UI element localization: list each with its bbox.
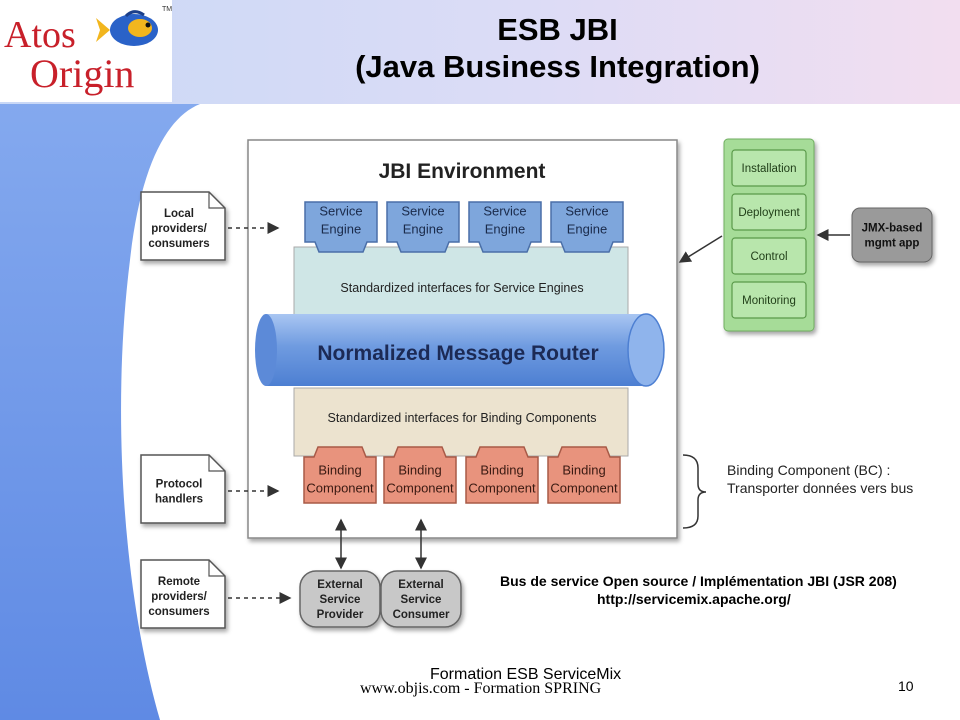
bc-annotation: Binding Component (BC) : Transporter don… bbox=[727, 461, 913, 497]
footer-site: www.objis.com - Formation SPRING bbox=[360, 680, 602, 697]
bc-annotation-line2: Transporter données vers bus bbox=[727, 480, 914, 496]
servicemix-link[interactable]: http://servicemix.apache.org/ bbox=[597, 591, 791, 607]
binding-component-shape bbox=[547, 446, 621, 504]
external-service-shape bbox=[299, 570, 381, 628]
document-shape bbox=[140, 559, 226, 629]
binding-component-shape bbox=[303, 446, 377, 504]
logo-text-line1: Atos bbox=[4, 14, 76, 56]
management-item-shape bbox=[731, 237, 807, 275]
logo: Atos Origin TM bbox=[0, 0, 172, 102]
bc-interfaces-label: Standardized interfaces for Binding Comp… bbox=[328, 411, 597, 425]
bc-interfaces-band bbox=[293, 387, 629, 457]
footer-course: Formation ESB ServiceMix bbox=[430, 666, 622, 683]
management-item-shape bbox=[731, 193, 807, 231]
binding-component-shape bbox=[383, 446, 457, 504]
service-engine-shape bbox=[468, 201, 542, 253]
logo-trademark: TM bbox=[162, 6, 173, 13]
fish-logo-icon bbox=[96, 10, 158, 46]
jbi-environment-title: JBI Environment bbox=[379, 160, 546, 183]
management-item-label: Control bbox=[750, 251, 787, 263]
se-interfaces-band bbox=[293, 246, 629, 316]
bus-description: Bus de service Open source / Implémentat… bbox=[500, 573, 897, 589]
management-item-shape bbox=[731, 149, 807, 187]
bc-brace bbox=[682, 454, 707, 529]
management-item: Control bbox=[731, 237, 807, 275]
bc-annotation-line1: Binding Component (BC) : bbox=[727, 462, 891, 478]
page-number: 10 bbox=[898, 678, 914, 694]
jmx-app-box bbox=[851, 207, 933, 263]
service-engine-shape bbox=[550, 201, 624, 253]
mgmt-to-environment-arrow bbox=[678, 235, 723, 263]
management-item: Installation bbox=[731, 149, 807, 187]
document-shape bbox=[140, 191, 226, 261]
document-shape bbox=[140, 454, 226, 524]
slide-title: ESB JBI bbox=[497, 12, 618, 47]
logo-text-line2: Origin bbox=[30, 51, 135, 96]
binding-component-shape bbox=[465, 446, 539, 504]
service-engine-shape bbox=[386, 201, 460, 253]
slide-subtitle: (Java Business Integration) bbox=[355, 49, 760, 84]
normalized-message-router: Normalized Message Router bbox=[255, 313, 665, 387]
management-item: Monitoring bbox=[731, 281, 807, 319]
management-item-shape bbox=[731, 281, 807, 319]
management-item-label: Installation bbox=[742, 163, 797, 175]
management-item-label: Monitoring bbox=[742, 295, 796, 307]
external-service-shape bbox=[380, 570, 462, 628]
service-engine-shape bbox=[304, 201, 378, 253]
se-interfaces-label: Standardized interfaces for Service Engi… bbox=[340, 281, 583, 295]
management-item: Deployment bbox=[731, 193, 807, 231]
management-item-label: Deployment bbox=[738, 207, 800, 219]
router-label: Normalized Message Router bbox=[317, 342, 598, 365]
